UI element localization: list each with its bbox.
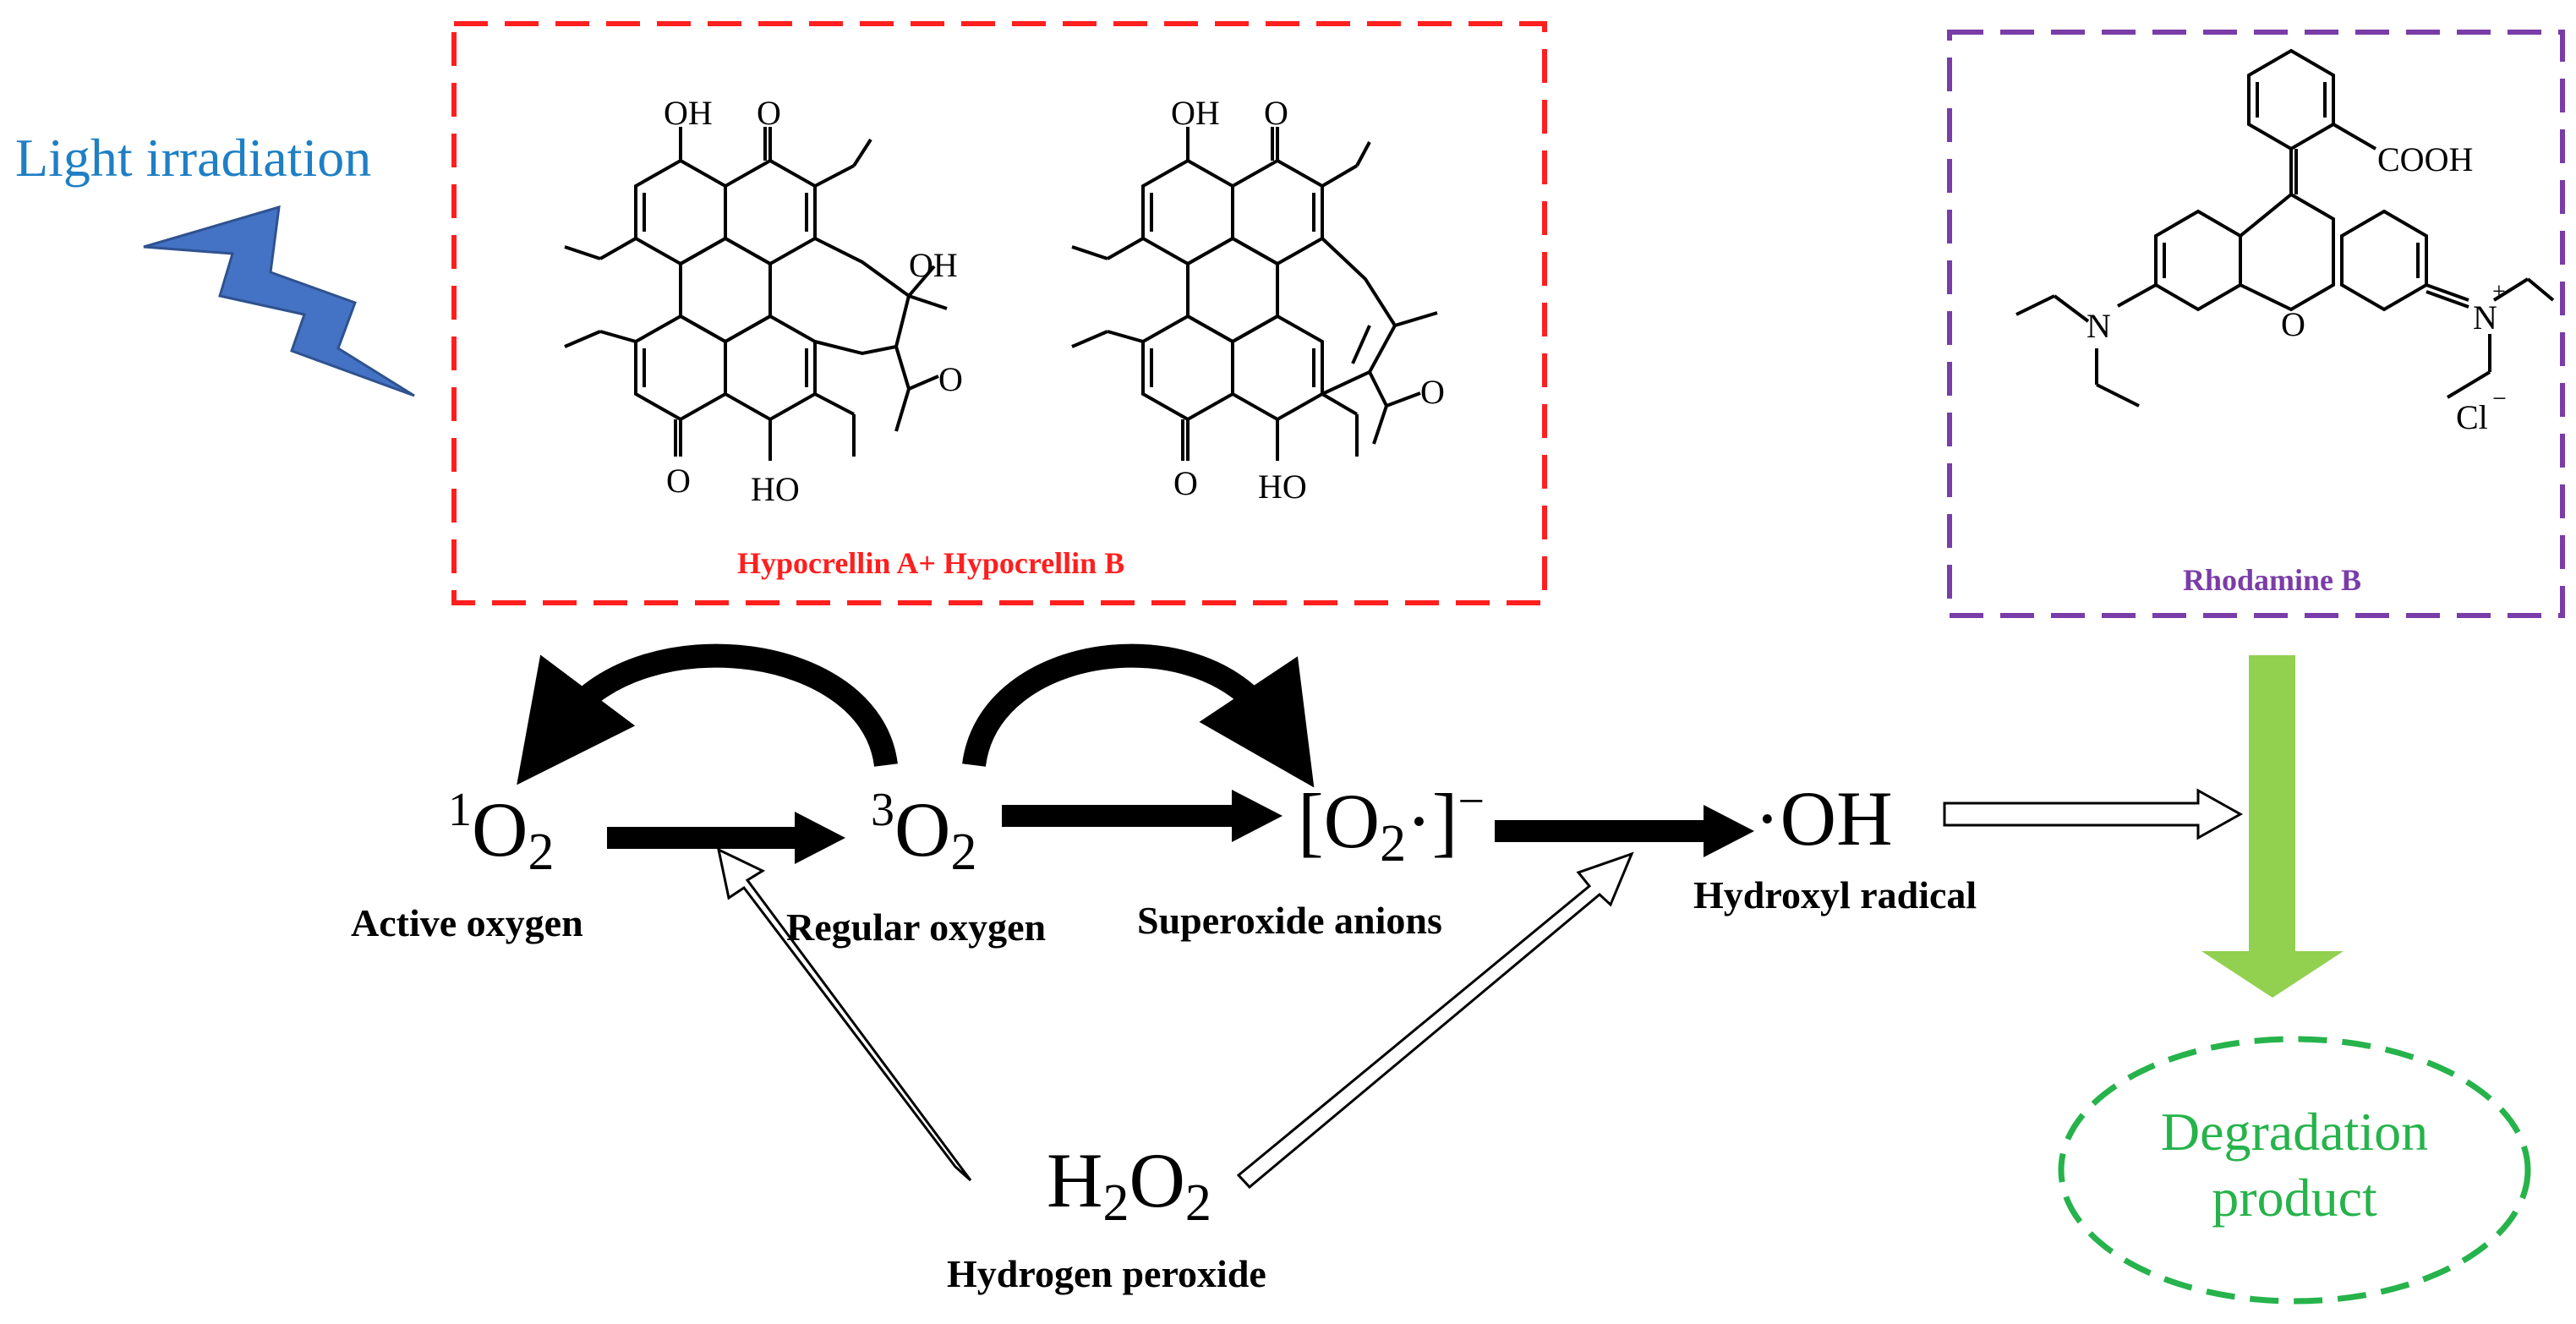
degradation-product-label: Degradation product [2160, 1102, 2429, 1228]
hypocrellin-box [451, 21, 1547, 605]
regular-oxygen-label: Regular oxygen [786, 905, 1047, 949]
rhodamine-n-right: N [2473, 298, 2497, 336]
lightning-bolt-icon [143, 205, 415, 397]
rhodamine-n-left: N [2087, 307, 2111, 345]
active-oxygen-label: Active oxygen [351, 901, 583, 944]
hydroxyl-formula: ·OH [1754, 775, 1893, 862]
hydrogen-peroxide-formula: H2O2 [1047, 1137, 1211, 1232]
green-down-arrow [2201, 655, 2344, 998]
rhodamine-n-charge: + [2492, 279, 2506, 305]
rhodamine-cl-charge: − [2492, 385, 2507, 413]
rhodamine-o-center: O [2281, 305, 2305, 343]
hypocrellin-b-oh-top: OH [1171, 94, 1220, 132]
rhodamine-caption: Rhodamine B [2183, 563, 2362, 597]
rhodamine-cl: Cl [2456, 398, 2488, 436]
hydrogen-peroxide-label: Hydrogen peroxide [947, 1252, 1266, 1295]
curved-arrow-to-singlet [517, 643, 898, 785]
curved-arrow-to-superoxide [962, 643, 1315, 788]
rhodamine-structure [2015, 48, 2555, 408]
hypocrellin-a-structure [564, 127, 948, 461]
superoxide-formula: [O2·]− [1298, 775, 1485, 873]
hypocrellin-a-o-bottom: O [666, 462, 691, 500]
hypocrellin-b-ho-bottom: HO [1258, 468, 1307, 506]
hypocrellin-a-oh-top: OH [664, 94, 713, 132]
hypocrellin-a-o-ketone: O [938, 360, 963, 398]
hollow-arrow-to-product [1943, 788, 2244, 840]
solid-arrows [607, 790, 1754, 864]
hollow-arrow-peroxide-to-triplet [716, 847, 972, 1182]
degradation-ellipse [2058, 1036, 2531, 1305]
hypocrellin-a-ho-bottom: HO [751, 470, 800, 508]
hypocrellin-caption: Hypocrellin A+ Hypocrellin B [737, 546, 1125, 580]
hypocrellin-b-o-top: O [1264, 94, 1288, 132]
rhodamine-box [1947, 30, 2565, 618]
hydroxyl-radical-label: Hydroxyl radical [1693, 873, 1977, 916]
light-irradiation-label: Light irradiation [15, 128, 372, 188]
hollow-arrow-peroxide-to-hydroxyl [1236, 851, 1634, 1190]
superoxide-anions-label: Superoxide anions [1137, 899, 1442, 942]
hypocrellin-a-oh-right: OH [909, 246, 958, 284]
singlet-oxygen-formula: 1O2 [448, 784, 555, 881]
hypocrellin-b-structure [1071, 127, 1438, 461]
hypocrellin-a-o-top: O [757, 94, 781, 132]
rhodamine-cooh: COOH [2377, 140, 2474, 178]
triplet-oxygen-formula: 3O2 [871, 784, 977, 881]
hypocrellin-b-o-bottom: O [1173, 464, 1198, 502]
hypocrellin-b-o-ketone: O [1420, 373, 1445, 411]
